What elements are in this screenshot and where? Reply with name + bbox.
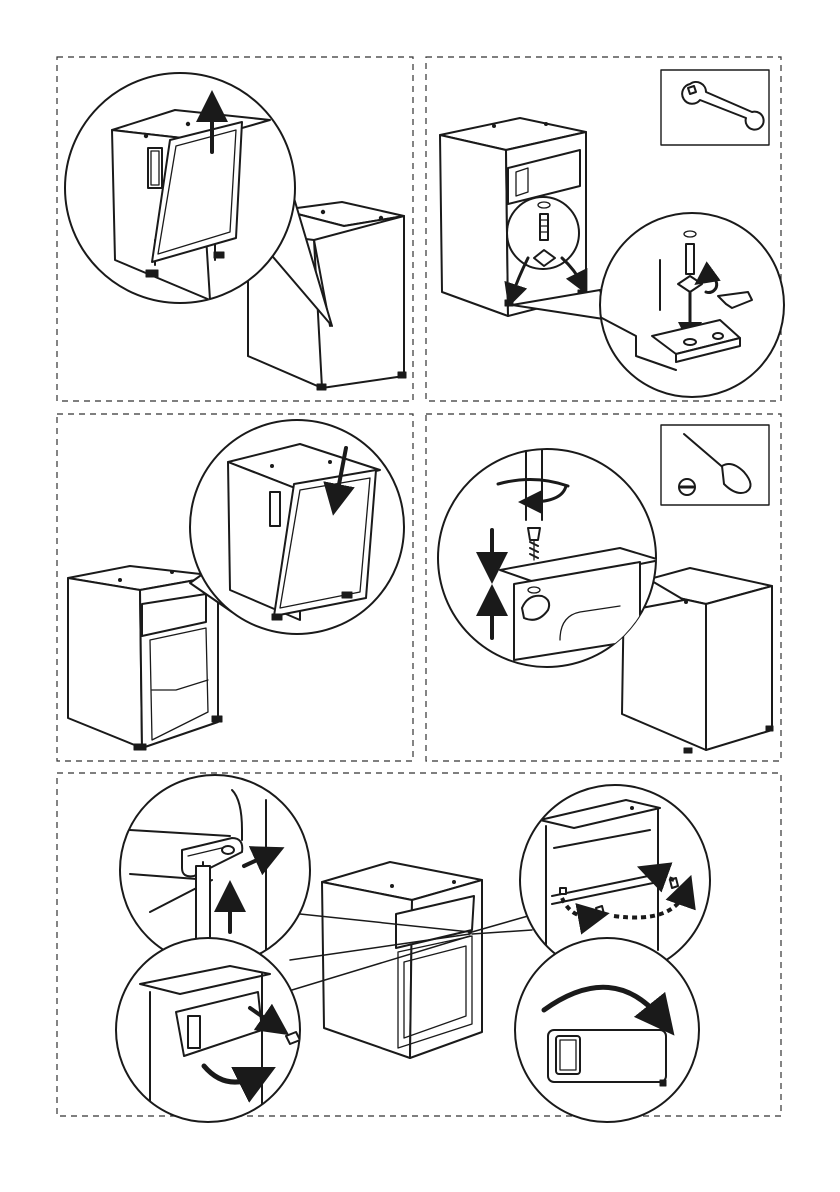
wrench-tool-box [661,70,769,145]
door-fit-detail [228,444,380,620]
panel-3 [68,420,404,750]
door-rotate-detail [548,1022,666,1086]
flat-screw-head-icon [679,479,695,495]
lower-hinge-circle [120,775,310,965]
fridge-cabinet-center [322,862,482,1058]
wrench-icon [682,82,763,130]
panel-4 [438,425,773,753]
panel-1 [65,73,406,390]
hinge-detail-circle [600,213,784,397]
panel-2 [440,70,784,397]
screwdriver-tool-box [661,425,769,505]
panel-5 [116,775,710,1122]
fridge-cabinet-empty [68,566,222,750]
